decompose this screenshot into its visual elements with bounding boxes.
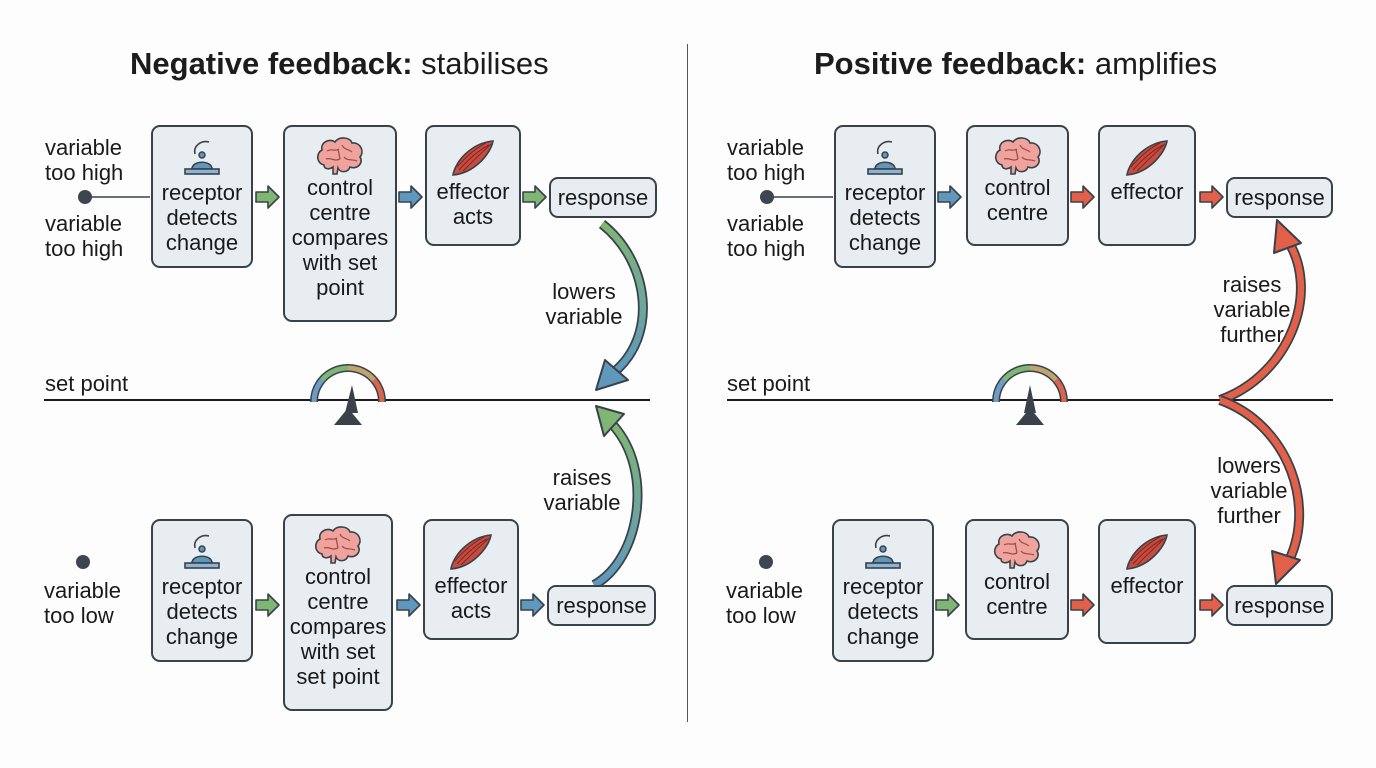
effector-box: effector bbox=[1098, 519, 1196, 644]
control-centre-box: control centre bbox=[966, 125, 1069, 246]
arrow-effector-to-response bbox=[1199, 185, 1224, 209]
effector-label: effector acts bbox=[434, 573, 508, 623]
control-centre-label: control centre bbox=[983, 569, 1051, 619]
negative-title-bold: Negative feedback: bbox=[130, 46, 413, 81]
arrow-control-to-effector bbox=[398, 185, 423, 209]
response-label: response bbox=[556, 593, 647, 618]
raises-variable-label: raises variable bbox=[543, 465, 621, 515]
receptor-icon bbox=[867, 140, 903, 175]
receptor-label: receptor detects change bbox=[844, 180, 926, 255]
control-centre-box: control centre bbox=[965, 519, 1069, 640]
receptor-box: receptor detects change bbox=[151, 125, 253, 268]
variable-too-high-label: variable too high bbox=[45, 135, 124, 185]
response-label: response bbox=[557, 185, 649, 210]
control-centre-box: control centre compares with set point bbox=[283, 125, 397, 322]
brain-icon bbox=[316, 137, 363, 175]
control-centre-label: control centre compares with set set poi… bbox=[289, 564, 387, 689]
response-box: response bbox=[1226, 585, 1333, 626]
arrow-effector-to-response bbox=[522, 185, 547, 209]
response-box: response bbox=[549, 177, 657, 218]
arrow-receptor-to-control bbox=[937, 185, 962, 209]
response-box: response bbox=[1226, 177, 1333, 218]
receptor-label: receptor detects change bbox=[842, 574, 924, 649]
arrow-receptor-to-control bbox=[255, 593, 280, 617]
negative-curved-arrow-bottom bbox=[591, 405, 643, 590]
arrow-control-to-effector bbox=[1070, 593, 1095, 617]
response-box: response bbox=[547, 585, 656, 626]
positive-curved-arrow-up bbox=[1218, 219, 1306, 405]
receptor-icon bbox=[184, 534, 220, 569]
receptor-box: receptor detects change bbox=[832, 519, 934, 662]
control-centre-label: control centre compares with set point bbox=[291, 175, 389, 300]
variable-too-low-label: variable too low bbox=[44, 578, 122, 628]
brain-icon bbox=[314, 526, 361, 564]
brain-icon bbox=[994, 137, 1041, 175]
variable-too-high-label: variable too high bbox=[727, 211, 806, 261]
arrow-control-to-effector bbox=[396, 593, 421, 617]
variable-too-high-label: variable too high bbox=[45, 211, 124, 261]
panel-divider bbox=[687, 44, 688, 722]
flow-arrows-right bbox=[935, 185, 1224, 617]
negative-title-rest: stabilises bbox=[412, 46, 549, 81]
receptor-label: receptor detects change bbox=[161, 574, 243, 649]
effector-label: effector bbox=[1110, 573, 1184, 598]
arrow-control-to-effector bbox=[1070, 185, 1095, 209]
brain-icon bbox=[993, 531, 1040, 569]
muscle-icon bbox=[1126, 140, 1168, 176]
receptor-icon bbox=[184, 140, 220, 175]
receptor-label: receptor detects change bbox=[161, 180, 243, 255]
effector-box: effector acts bbox=[423, 519, 519, 640]
control-centre-box: control centre compares with set set poi… bbox=[283, 514, 393, 711]
arrow-effector-to-response bbox=[520, 593, 545, 617]
positive-feedback-title: Positive feedback: amplifies bbox=[814, 46, 1217, 82]
control-centre-label: control centre bbox=[984, 175, 1051, 225]
arrow-receptor-to-control bbox=[255, 185, 280, 209]
positive-title-bold: Positive feedback: bbox=[814, 46, 1087, 81]
flow-arrows-left bbox=[255, 185, 547, 617]
set-point-label: set point bbox=[727, 371, 811, 396]
receptor-box: receptor detects change bbox=[834, 125, 936, 268]
effector-box: effector bbox=[1098, 125, 1196, 246]
variable-too-high-label: variable too high bbox=[727, 135, 806, 185]
lowers-variable-further-label: lowers variable further bbox=[1210, 453, 1288, 528]
lowers-variable-label: lowers variable bbox=[545, 279, 623, 329]
receptor-box: receptor detects change bbox=[151, 519, 253, 662]
effector-box: effector acts bbox=[425, 125, 521, 246]
response-label: response bbox=[1234, 593, 1325, 618]
set-point-label: set point bbox=[45, 371, 129, 396]
response-label: response bbox=[1234, 185, 1325, 210]
positive-title-rest: amplifies bbox=[1086, 46, 1218, 81]
variable-dot bbox=[759, 555, 773, 569]
raises-variable-further-label: raises variable further bbox=[1213, 272, 1291, 347]
negative-feedback-title: Negative feedback: stabilises bbox=[130, 46, 549, 82]
positive-curved-arrow-down bbox=[1218, 395, 1305, 585]
variable-too-low-label: variable too low bbox=[726, 578, 804, 628]
arrow-receptor-to-control bbox=[935, 593, 960, 617]
variable-dot bbox=[760, 190, 774, 204]
negative-curved-arrow-top bbox=[595, 220, 648, 391]
variable-dot bbox=[78, 190, 92, 204]
muscle-icon bbox=[1126, 534, 1168, 570]
effector-label: effector bbox=[1110, 179, 1184, 204]
variable-dot bbox=[76, 555, 90, 569]
arrow-effector-to-response bbox=[1199, 593, 1224, 617]
gauge-icon bbox=[309, 363, 387, 425]
muscle-icon bbox=[452, 140, 494, 176]
receptor-icon bbox=[865, 534, 901, 569]
gauge-icon bbox=[991, 363, 1069, 425]
muscle-icon bbox=[450, 534, 492, 570]
effector-label: effector acts bbox=[436, 179, 510, 229]
